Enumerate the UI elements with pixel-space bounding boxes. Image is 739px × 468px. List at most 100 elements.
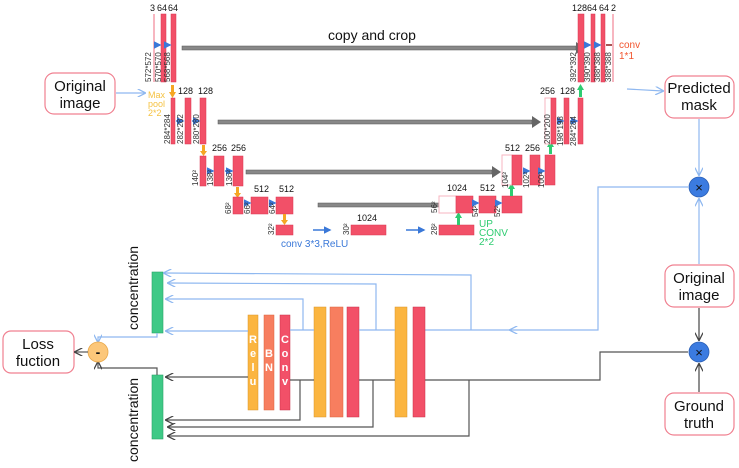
feature-map — [250, 196, 269, 215]
dim-label: 388*388 — [593, 52, 602, 82]
conv-block — [346, 306, 360, 418]
original-image-box-left: Original image — [44, 72, 116, 115]
channel-label: 2 — [611, 3, 616, 13]
minus-icon: - — [96, 344, 101, 360]
encoder-level-4: 512 512 68² 66² 64² — [224, 184, 294, 215]
copy-arrow-l2 — [217, 119, 533, 125]
channel-label: 128 — [198, 86, 213, 96]
maxpool-arrow-head — [169, 92, 176, 98]
dim-label: 54² — [471, 205, 480, 217]
concentration-label-bottom: concentration — [125, 378, 141, 462]
decoder-level-3: 512 256 104² 102² 100² — [501, 143, 556, 188]
black-skip-lines — [166, 377, 470, 436]
copy-arrow-l2-head — [532, 116, 541, 128]
channel-label: 128 — [560, 86, 575, 96]
copy-arrow-l4 — [317, 202, 443, 208]
svg-text:Ground: Ground — [674, 398, 724, 415]
dim-label: 66² — [243, 202, 252, 214]
feature-map — [232, 196, 244, 215]
subtract-node: - — [87, 341, 109, 363]
svg-text:image: image — [679, 287, 720, 304]
output-arrow — [626, 89, 663, 91]
masked-image-line — [510, 186, 688, 330]
dim-label: 140² — [191, 170, 200, 186]
encoder-level-3: 256 256 140² 138² 136² — [191, 143, 246, 187]
channel-label: 64 — [587, 3, 597, 13]
feature-map — [184, 97, 192, 145]
upconv-label: CONV — [479, 228, 508, 239]
svg-text:C: C — [281, 334, 289, 346]
dim-label: 30² — [342, 223, 351, 235]
bn-block — [263, 314, 275, 411]
maxpool-arrow — [236, 187, 239, 194]
channel-label: 512 — [505, 143, 520, 153]
dim-label: 64² — [268, 202, 277, 214]
dim-label: 100² — [537, 172, 546, 188]
ground-truth-box: Ground truth — [664, 392, 735, 436]
conv-block — [279, 314, 291, 411]
maxpool-arrow — [202, 145, 205, 152]
decoder-level-2: 256 128 200*200 198*198 284*284 — [540, 86, 584, 146]
blue-skip-lines — [164, 273, 472, 331]
channel-label: 512 — [480, 183, 495, 193]
channel-label: 64 — [599, 3, 609, 13]
bottleneck: 1024 32² 30² 28² — [267, 213, 475, 236]
masked-truth-line — [425, 351, 688, 381]
upconv-arrow-head — [455, 212, 462, 218]
svg-text:v: v — [282, 376, 289, 388]
channel-label: 64 — [157, 3, 167, 13]
svg-text:o: o — [282, 348, 289, 360]
dim-label: 200*200 — [543, 114, 552, 144]
channel-label: 1024 — [447, 183, 467, 193]
dim-label: 284*284 — [569, 116, 578, 146]
copy-arrow-l1 — [181, 45, 577, 51]
concentration-block-bottom — [151, 374, 164, 440]
feature-map — [577, 97, 584, 145]
multiply-node-top: × — [688, 176, 710, 198]
bn-block — [329, 306, 344, 418]
svg-text:e: e — [250, 348, 256, 360]
channel-label: 256 — [540, 86, 555, 96]
channel-label: 128 — [572, 3, 587, 13]
maxpool-arrow-head — [234, 193, 241, 198]
upconv-label: 2*2 — [479, 237, 494, 248]
conv1x1-label: 1*1 — [619, 51, 634, 62]
upconv-arrow — [457, 217, 460, 225]
dim-label: 572*572 — [144, 52, 153, 82]
maxpool-arrow-head — [200, 151, 207, 156]
channel-label: 3 — [150, 3, 155, 13]
feature-map — [544, 154, 556, 186]
feature-map — [199, 155, 207, 187]
feature-map — [275, 224, 294, 236]
original-image-box-right: Original image — [664, 264, 735, 308]
feature-map — [350, 224, 387, 236]
svg-text:truth: truth — [684, 415, 714, 432]
upconv-arrow-head — [577, 84, 584, 90]
multiply-icon: × — [695, 345, 703, 360]
skip-ghost-map — [438, 195, 457, 214]
upconv-arrow — [579, 89, 582, 97]
upconv-arrow — [510, 188, 513, 196]
svg-text:R: R — [249, 334, 257, 346]
top-concentration-to-subtract — [98, 333, 158, 342]
decoder-level-1: 128 64 64 2 392*392 390*390 388*388 388*… — [569, 3, 616, 83]
svg-text:l: l — [251, 362, 254, 374]
channel-label: 512 — [279, 184, 294, 194]
multiply-node-bottom: × — [688, 341, 710, 363]
feature-map — [170, 97, 176, 145]
svg-text:fuction: fuction — [16, 353, 60, 370]
copy-arrow-l3-head — [492, 166, 501, 178]
relu-block — [394, 306, 408, 418]
maxpool-arrow — [283, 214, 286, 221]
svg-text:B: B — [265, 348, 273, 360]
dim-label: 28² — [430, 223, 439, 235]
maxpool-label: pool — [148, 99, 165, 109]
dim-label: 68² — [224, 202, 233, 214]
dim-label: 282*282 — [176, 114, 185, 144]
dim-label: 392*392 — [569, 52, 578, 82]
channel-label: 256 — [231, 143, 246, 153]
feature-map — [232, 155, 244, 187]
encoder-level-1: 3 64 64 572*572 570*570 568*568 — [144, 3, 178, 83]
svg-text:Original: Original — [673, 270, 725, 287]
maxpool-label: 2*2 — [148, 108, 162, 118]
